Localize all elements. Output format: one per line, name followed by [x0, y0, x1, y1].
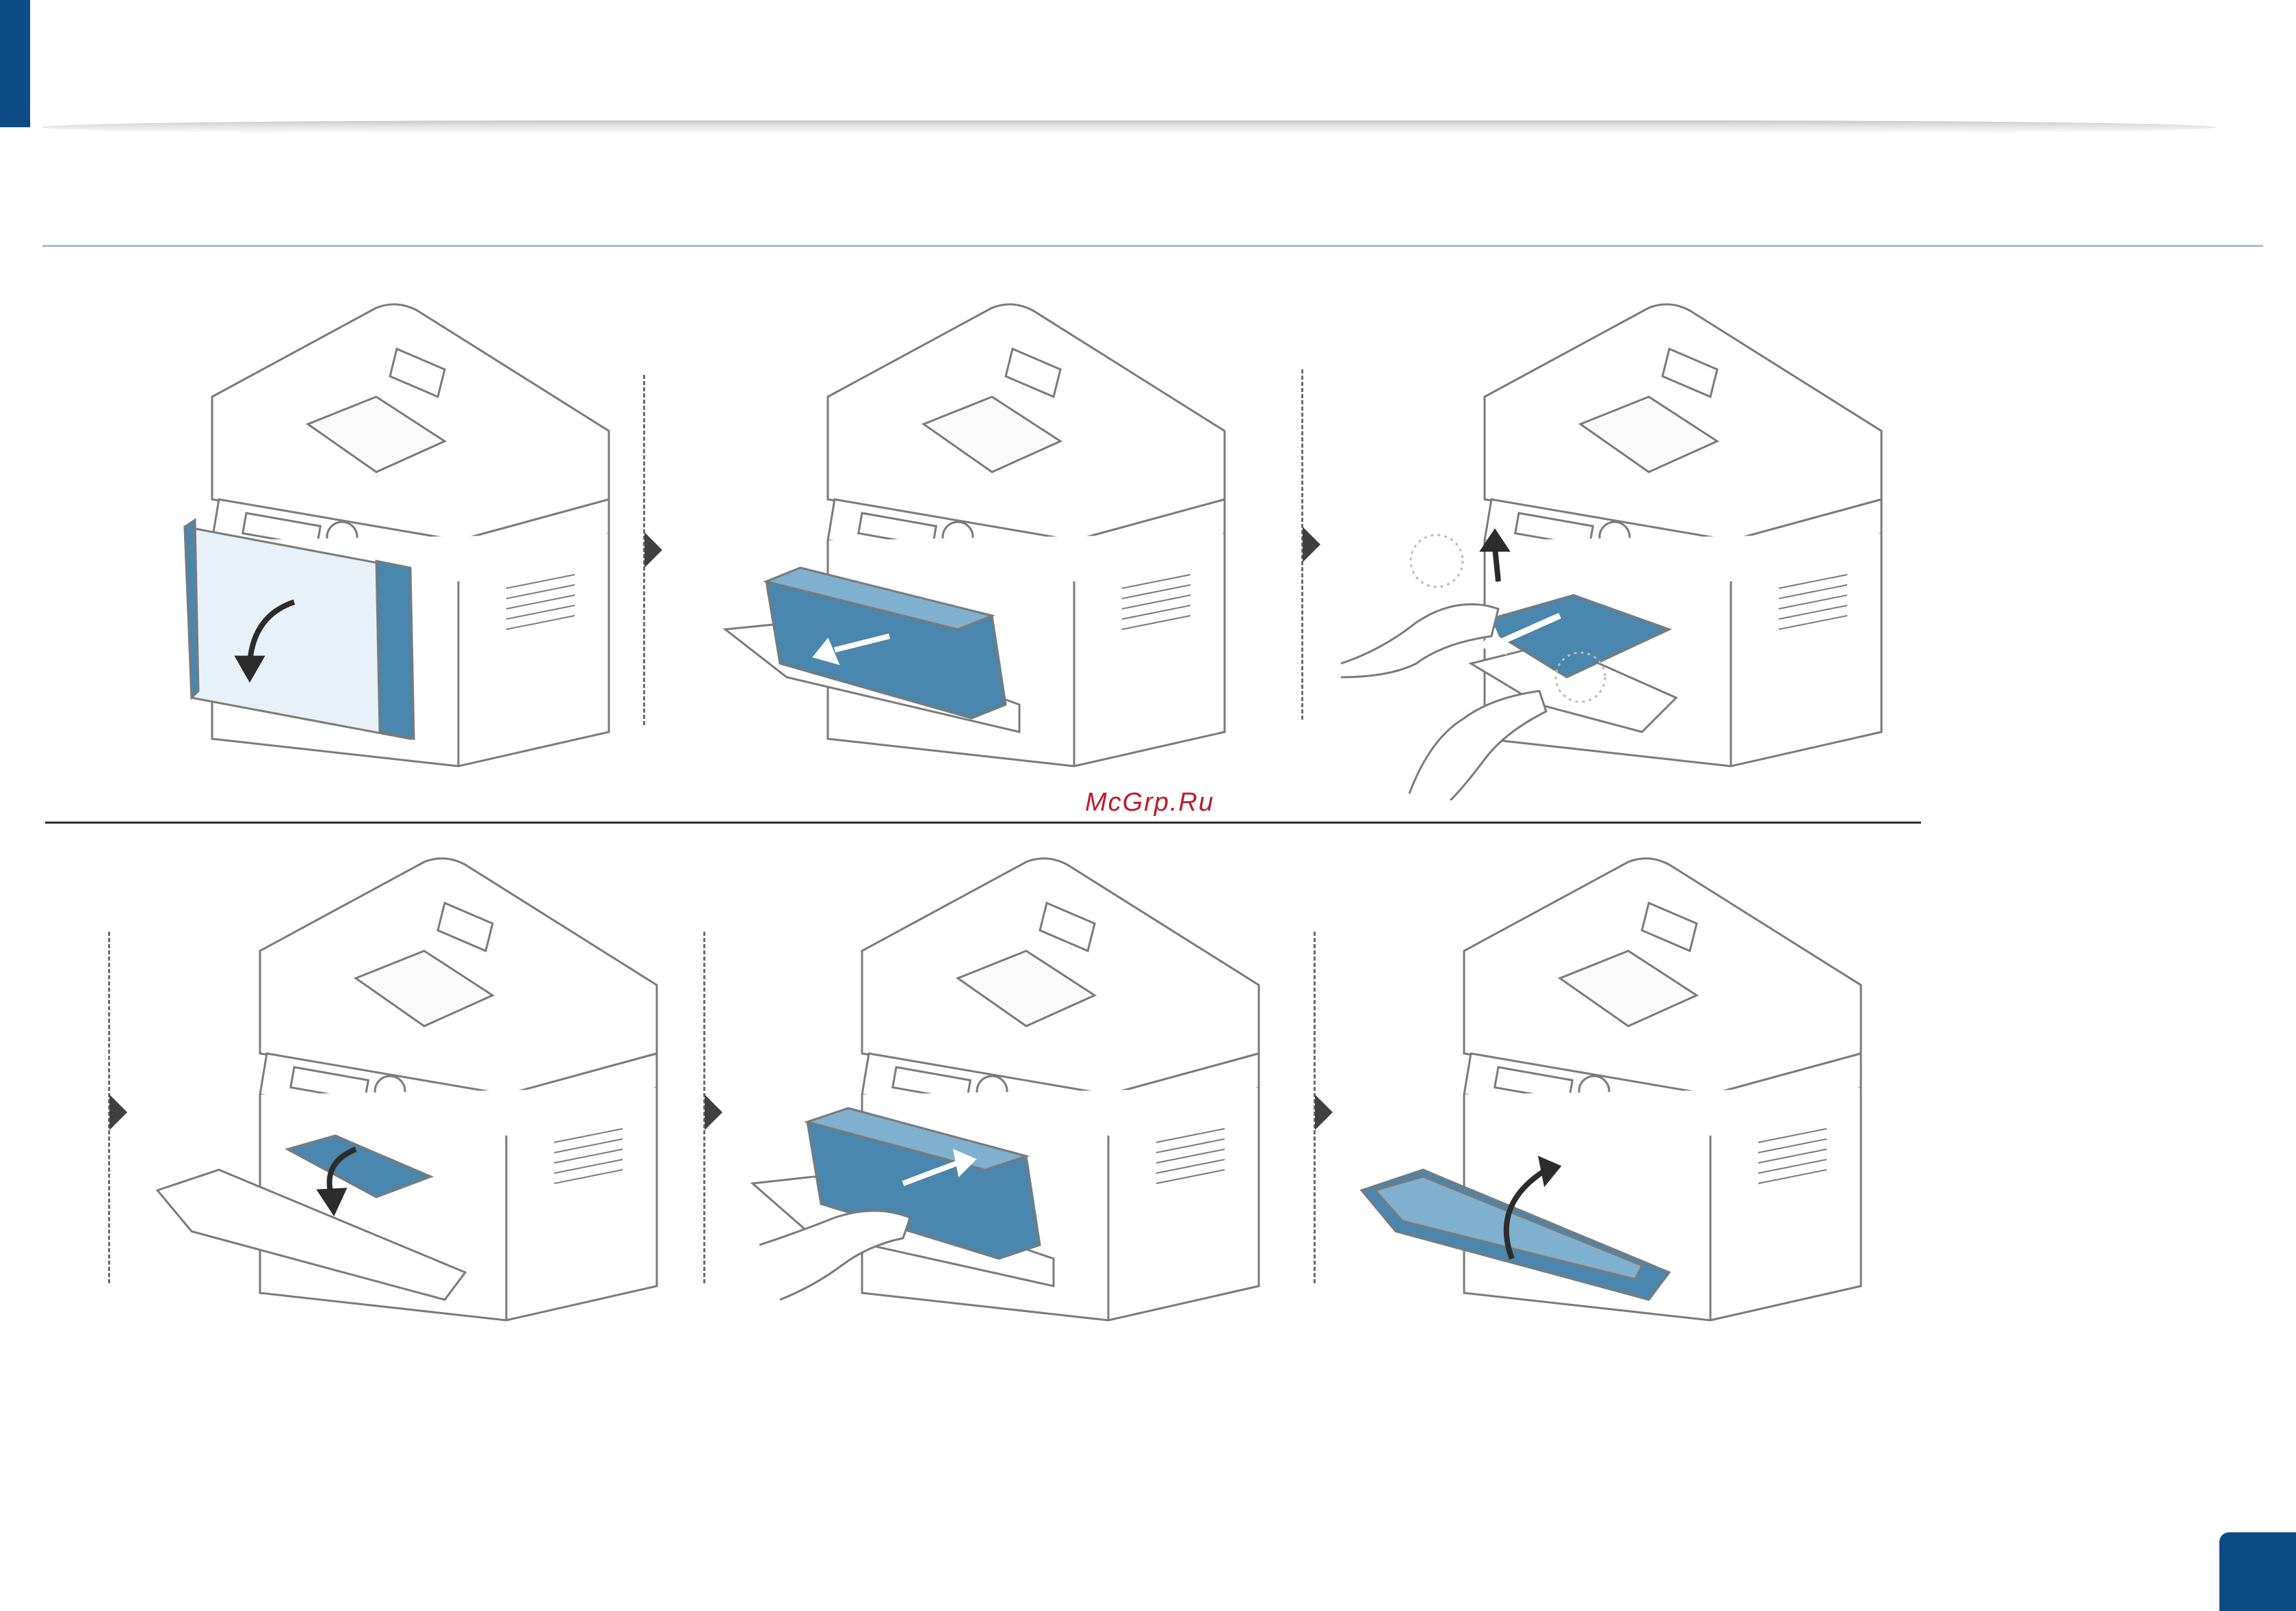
step-close-inner-cover-illustration — [151, 848, 670, 1354]
next-step-arrow — [644, 532, 662, 568]
step-close-front-cover-illustration — [1355, 848, 1875, 1354]
step-insert-toner-illustration — [739, 848, 1273, 1354]
next-step-arrow — [109, 1095, 127, 1130]
title-rule — [42, 245, 2263, 247]
page-number-box — [2219, 1532, 2296, 1611]
next-step-arrow — [1303, 527, 1320, 562]
next-step-arrow — [1315, 1095, 1333, 1130]
next-step-arrow — [705, 1095, 722, 1130]
step-remove-toner-illustration — [718, 294, 1238, 800]
header-shadow — [41, 120, 2217, 134]
step-open-tray-illustration — [171, 294, 616, 800]
watermark: McGrp.Ru — [1085, 788, 1214, 817]
chapter-tab — [0, 0, 30, 127]
row-separator — [45, 822, 1921, 824]
step-pull-jammed-paper-illustration — [1334, 294, 1895, 800]
